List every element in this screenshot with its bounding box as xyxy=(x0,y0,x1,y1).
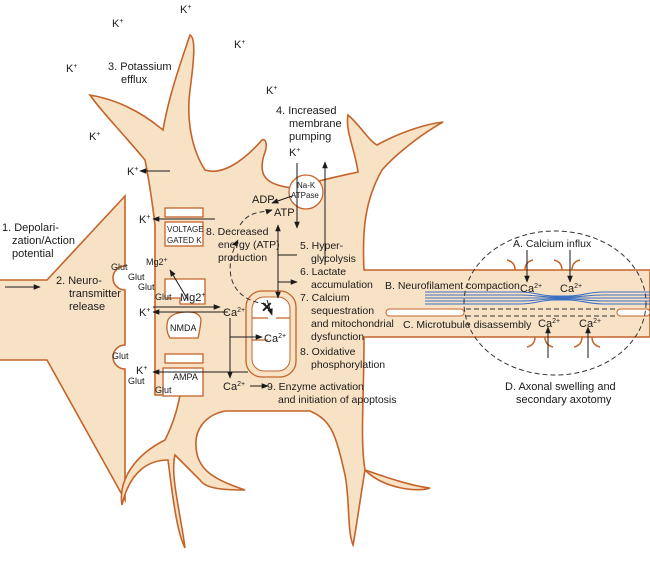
svg-text:8. Decreased: 8. Decreased xyxy=(206,226,269,238)
presynaptic-terminal xyxy=(0,193,126,504)
svg-text:and mitochondrial: and mitochondrial xyxy=(311,318,394,330)
glutamate-labels: Glut Glut Glut Glut Glut Glut Glut xyxy=(111,262,172,395)
glut-label: Glut xyxy=(128,272,145,282)
axon-label-b: B. Neurofilament compaction xyxy=(385,280,520,292)
svg-text:dysfunction: dysfunction xyxy=(311,331,364,343)
glut-label: Glut xyxy=(111,262,128,272)
k-ion: K+ xyxy=(112,18,123,30)
axon-label-a: A. Calcium influx xyxy=(513,238,592,250)
step-3-label: 3. Potassium efflux xyxy=(108,61,172,86)
calcium-labels: Ca2+ Ca2+ Ca2+ Ca2+ Ca2+ Ca2+ Ca2+ xyxy=(223,283,601,393)
extracellular-potassium: K+ K+ K+ K+ K+ K+ K+ K+ K+ K+ K+ xyxy=(66,4,300,377)
atp-label: ATP xyxy=(274,207,295,219)
glut-label: Glut xyxy=(138,282,155,292)
svg-text:zation/Action: zation/Action xyxy=(12,235,75,247)
glut-label: Glut xyxy=(112,351,129,361)
axonal-swelling-outline xyxy=(463,230,647,376)
neuron-cell-body xyxy=(88,33,650,549)
svg-text:7. Calcium: 7. Calcium xyxy=(300,292,350,304)
k-ion: K+ xyxy=(66,63,77,75)
svg-text:glycolysis: glycolysis xyxy=(311,253,356,265)
step-5-label: 5. Hyper- glycolysis xyxy=(300,240,356,265)
step-2-label: 2. Neuro- transmitter release xyxy=(56,275,121,313)
step-6-label: 6. Lactate accumulation xyxy=(300,266,373,291)
svg-text:release: release xyxy=(69,301,105,313)
svg-text:2. Neuro-: 2. Neuro- xyxy=(56,275,102,287)
svg-text:efflux: efflux xyxy=(121,74,148,86)
glut-label: Glut xyxy=(155,385,172,395)
axon-label-d: D. Axonal swelling and secondary axotomy xyxy=(505,381,616,406)
ca-ion: Ca2+ xyxy=(560,283,582,295)
atpase-label: ATPase xyxy=(291,191,319,200)
svg-text:energy (ATP): energy (ATP) xyxy=(218,239,280,251)
svg-text:secondary axotomy: secondary axotomy xyxy=(516,394,612,406)
svg-text:pumping: pumping xyxy=(289,131,331,143)
svg-text:3. Potassium: 3. Potassium xyxy=(108,61,172,73)
nmda-label: NMDA xyxy=(170,323,197,333)
step-7-label: 7. Calcium sequestration and mitochondri… xyxy=(300,292,394,343)
svg-text:9. Enzyme activation: 9. Enzyme activation xyxy=(267,381,364,393)
svg-text:transmitter: transmitter xyxy=(69,288,121,300)
svg-text:8. Oxidative: 8. Oxidative xyxy=(300,346,356,358)
microtubule xyxy=(385,308,650,317)
k-ion: K+ xyxy=(180,4,191,16)
ca-ion: Ca2+ xyxy=(520,283,542,295)
svg-text:accumulation: accumulation xyxy=(311,279,373,291)
ampa-label: AMPA xyxy=(173,372,198,382)
svg-text:6. Lactate: 6. Lactate xyxy=(300,266,346,278)
na-k-atpase-pump: Na-K ATPase xyxy=(288,174,324,210)
svg-text:membrane: membrane xyxy=(289,118,342,130)
ca-ion: Ca2+ xyxy=(579,318,601,330)
svg-text:phosphorylation: phosphorylation xyxy=(311,359,385,371)
na-k-label: Na-K xyxy=(297,181,316,190)
arrows xyxy=(5,161,591,389)
ca-ion: Ca2+ xyxy=(538,318,560,330)
nmda-receptor: NMDA xyxy=(164,278,206,339)
neurofilaments xyxy=(425,291,650,305)
svg-text:and initiation of apoptosis: and initiation of apoptosis xyxy=(278,394,397,406)
step-4-label: 4. Increased membrane pumping xyxy=(276,105,342,143)
voltage-gated-k-channel: VOLTAGE GATED K xyxy=(164,207,204,247)
k-ion: K+ xyxy=(289,147,300,159)
mitochondrion xyxy=(245,290,297,378)
k-ion: K+ xyxy=(127,166,138,178)
svg-text:D. Axonal swelling and: D. Axonal swelling and xyxy=(505,381,616,393)
ca-ion: Ca2+ xyxy=(223,381,245,393)
mg-ion: Mg2+ xyxy=(180,292,206,304)
k-ion: K+ xyxy=(139,307,150,319)
svg-text:1. Depolari-: 1. Depolari- xyxy=(2,222,59,234)
step-1-label: 1. Depolari- zation/Action potential xyxy=(2,222,75,260)
glut-label: Glut xyxy=(128,376,145,386)
step-9-label: 9. Enzyme activation and initiation of a… xyxy=(267,381,397,406)
k-ion: K+ xyxy=(234,39,245,51)
voltage-gated-label-2: GATED K xyxy=(167,236,202,245)
step-8b-label: 8. Oxidative phosphorylation xyxy=(300,346,385,371)
ca-ion: Ca2+ xyxy=(223,307,245,319)
k-ion: K+ xyxy=(89,131,100,143)
adp-label: ADP xyxy=(252,194,275,206)
block-x-icon: ✕ xyxy=(261,299,273,315)
svg-text:production: production xyxy=(218,252,267,264)
svg-text:4. Increased: 4. Increased xyxy=(276,105,337,117)
svg-text:5. Hyper-: 5. Hyper- xyxy=(300,240,344,252)
k-ion: K+ xyxy=(136,365,147,377)
axon-label-c: C. Microtubule disassembly xyxy=(403,319,532,331)
ca-ion: Ca2+ xyxy=(264,333,286,345)
k-ion: K+ xyxy=(139,214,150,226)
step-8a-label: 8. Decreased energy (ATP) production xyxy=(206,226,280,264)
svg-text:sequestration: sequestration xyxy=(311,305,374,317)
k-ion: K+ xyxy=(266,85,277,97)
mg-ion: Mg2+ xyxy=(146,257,168,267)
ampa-receptor: AMPA xyxy=(162,353,204,397)
svg-text:potential: potential xyxy=(12,248,54,260)
glut-label: Glut xyxy=(155,292,172,302)
voltage-gated-label-1: VOLTAGE xyxy=(167,225,204,234)
